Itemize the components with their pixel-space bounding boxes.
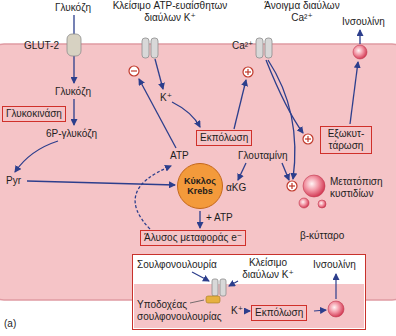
sulfonylurea-inset (335, 274, 336, 299)
membrane-channels (151, 38, 158, 58)
sulfonylurea-inset (132, 254, 366, 330)
annotation-label: Άνοιγμα διαύλων Ca²⁺ (262, 0, 342, 24)
annotation-label: + ATP (206, 212, 233, 224)
regulation-signs (287, 181, 297, 191)
insulin-vesicles (318, 200, 326, 208)
sulfonylurea-inset (212, 279, 218, 296)
annotation-label: Κλείσιμο ATP-ευαίσθητων διαύλων K⁺ (110, 0, 230, 24)
node-text: Εκπόλωση (255, 307, 303, 319)
pathway-arrows (359, 30, 360, 44)
process-box: Εκπόλωση (251, 305, 307, 321)
regulation-signs (243, 67, 253, 77)
pathway-arrows (282, 163, 289, 180)
pathway-arrows (266, 60, 303, 133)
node-text: Άλυσος μεταφοράς e⁻ (144, 232, 242, 244)
pathway-arrows (350, 62, 358, 124)
cell-membrane (0, 44, 396, 300)
annotation-label: Pyr (6, 175, 21, 187)
annotation-label: (a) (4, 318, 16, 330)
enzyme-box: Γλυκοκινάση (2, 106, 66, 122)
krebs-cycle-circle: Κύκλος Krebs (177, 163, 223, 209)
inset-label: Κλείσιμο διαύλων K⁺ (237, 257, 299, 281)
cell-label: β-κύτταρο (300, 230, 344, 242)
inset-label: Σουλφονουλουρία (137, 259, 217, 271)
annotation-label: K⁺ (160, 92, 172, 104)
insulin-vesicles (303, 175, 325, 197)
inset-label: K⁺ (231, 305, 243, 317)
membrane-channels (265, 38, 272, 58)
sulfonylurea-inset (229, 281, 238, 286)
pathway-arrows (73, 99, 74, 125)
annotation-label: αKG (226, 182, 246, 194)
node-text: Εκπόλωση (200, 132, 248, 144)
cell-membrane (0, 44, 396, 300)
regulation-signs (247, 69, 248, 75)
node-text: Εξωκυτ-τάρωση (324, 128, 368, 152)
sulfonylurea-inset (192, 272, 209, 281)
node-text: Γλυκοκινάση (6, 108, 62, 120)
sulfonylurea-inset (328, 301, 344, 317)
membrane-channels (256, 38, 263, 58)
process-box: Εκπόλωση (196, 130, 252, 146)
membrane-channels (67, 34, 272, 58)
annotation-label: Ca²⁺ (232, 40, 253, 52)
node-text: Κύκλος Krebs (178, 176, 222, 196)
pathway-arrows (172, 102, 200, 127)
pathway-arrows (15, 15, 360, 229)
pathway-arrows (139, 79, 176, 148)
annotation-label: Γλυκόζη (55, 2, 91, 14)
process-box: Εξωκυτ-τάρωση (320, 126, 372, 154)
annotation-label: Μετατόπιση κυστιδίων (330, 176, 390, 200)
inset-label: Υποδοχέας σουλφονουλουρίας (137, 299, 229, 323)
sulfonylurea-inset (190, 300, 204, 303)
sulfonylurea-inset (206, 296, 220, 303)
insulin-vesicles (353, 45, 367, 59)
annotation-label: ATP (170, 150, 189, 162)
pathway-arrows (268, 60, 295, 179)
sulfonylurea-inset (134, 284, 364, 328)
sulfonylurea-inset (132, 254, 366, 330)
regulation-signs (131, 70, 137, 71)
regulation-signs (129, 66, 313, 191)
sulfonylurea-inset (244, 310, 250, 311)
pathway-arrows (234, 80, 246, 129)
process-box: Άλυσος μεταφοράς e⁻ (140, 230, 246, 246)
insulin-vesicles (299, 198, 309, 208)
regulation-signs (307, 136, 308, 142)
regulation-signs (129, 66, 139, 76)
pathway-connector (199, 211, 200, 228)
pathway-arrows (15, 141, 58, 172)
annotation-label: Γλυκόζη (55, 86, 91, 98)
annotation-label: Ινσουλίνη (342, 16, 385, 28)
sulfonylurea-inset (314, 310, 326, 311)
membrane-channels (67, 34, 81, 56)
annotation-label: GLUT-2 (24, 40, 59, 52)
pathway-arrows (135, 166, 171, 229)
inset-label: Ινσουλίνη (313, 259, 356, 271)
pathway-arrows (27, 181, 175, 185)
membrane-channels (142, 38, 149, 58)
annotation-label: 6P-γλυκόζη (46, 128, 97, 140)
regulation-signs (291, 183, 292, 189)
pathway-arrows (155, 59, 163, 89)
pathway-arrows (238, 163, 246, 180)
inset-panel: Σουλφονουλουρία Κλείσιμο διαύλων K⁺ Ινσουλ… (132, 254, 366, 330)
sulfonylurea-inset (220, 279, 226, 296)
regulation-signs (303, 134, 313, 144)
annotation-label: Γλουταμίνη (238, 150, 288, 162)
